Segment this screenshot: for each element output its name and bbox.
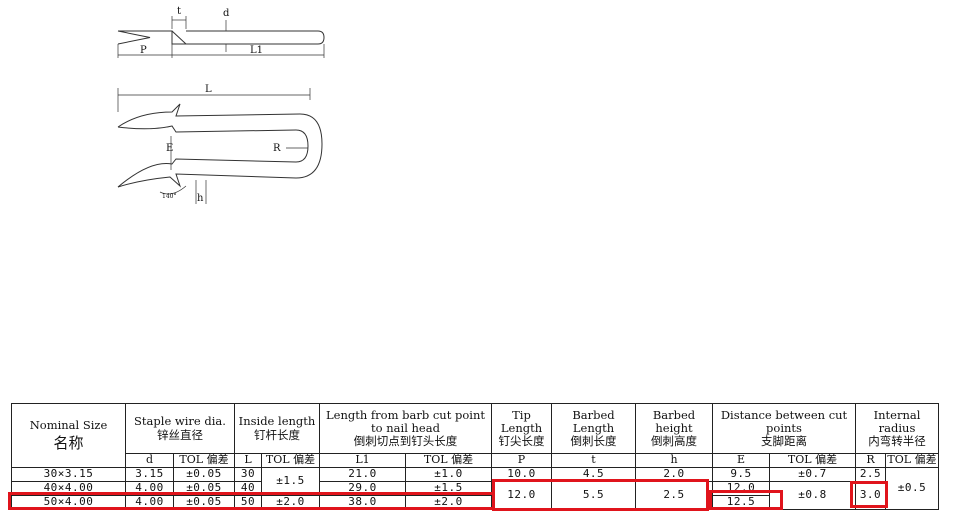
header-inside-en: Inside length	[238, 414, 316, 429]
header-nominal-zh: 名称	[53, 433, 84, 452]
header-tip-en: Tip Length	[500, 407, 543, 435]
wire-tip-cut	[117, 30, 151, 45]
cell-l-tol: ±1.5	[261, 467, 320, 496]
header-tip-zh: 钉尖长度	[498, 434, 545, 449]
cell-l-tol: ±2.0	[261, 494, 320, 510]
cell-e-tol: ±0.7	[769, 467, 856, 482]
dim-t-label: t	[177, 6, 181, 17]
cell-l1: 21.0	[319, 467, 406, 482]
header-barblen: Barbed Length 倒刺长度	[551, 403, 636, 454]
dim-e-label: E	[166, 143, 173, 154]
sub-r: R	[855, 453, 886, 468]
cell-e: 12.0	[712, 481, 770, 496]
header-radius: Internal radius 内弯转半径	[855, 403, 939, 454]
cell-d-tol: ±0.05	[173, 481, 235, 496]
header-inside: Inside length 钉杆长度	[234, 403, 320, 454]
table-row: 40×4.00 4.00 ±0.05 40 29.0 ±1.5 12.0 5.5…	[11, 481, 939, 510]
cell-l1: 38.0	[319, 494, 406, 510]
cell-nominal: 50×4.00	[11, 494, 126, 510]
cell-l: 30	[234, 467, 262, 482]
sub-t: t	[551, 453, 636, 468]
cell-l: 40	[234, 481, 262, 496]
dim-l-label: L	[205, 84, 212, 95]
header-wire-zh: 锌丝直径	[157, 427, 203, 442]
header-radius-en: Internal radius	[873, 407, 921, 435]
header-barblen-zh: 倒刺长度	[570, 434, 617, 449]
header-row: Nominal Size 名称 Staple wire dia. 锌丝直径 In…	[11, 403, 939, 468]
sub-l: L	[234, 453, 262, 468]
cell-l1-tol: ±2.0	[405, 494, 492, 510]
staple-drawing: t d P L1 L E R h 140°	[117, 6, 325, 204]
sub-e: E	[712, 453, 770, 468]
dim-d-label: d	[223, 8, 230, 19]
cell-r: 3.0	[855, 481, 886, 510]
staple-outer-outline	[117, 103, 323, 188]
wire-side-outline	[118, 30, 325, 45]
header-dist: Distance between cut points 支脚距离	[712, 403, 856, 454]
cell-d-tol: ±0.05	[173, 494, 235, 510]
cell-r-tol: ±0.5	[885, 467, 939, 510]
cell-d: 4.00	[125, 481, 174, 496]
barb-cut-line	[171, 30, 187, 45]
header-dist-en: Distance between cut points	[720, 407, 848, 435]
header-barbcut-en1: Length from barb cut point	[326, 407, 485, 422]
dim-p-label: P	[140, 45, 147, 56]
header-barbh-en: Barbed height	[652, 407, 696, 435]
cell-p: 12.0	[491, 481, 552, 510]
cell-e: 9.5	[712, 467, 770, 482]
staple-inner-outline	[117, 125, 309, 188]
cell-l1: 29.0	[319, 481, 406, 496]
sub-r-tol: TOL 偏差	[885, 453, 939, 468]
header-barbcut: Length from barb cut point to nail head …	[319, 403, 492, 454]
spec-table: Nominal Size 名称 Staple wire dia. 锌丝直径 In…	[11, 403, 939, 510]
dim-angle-label: 140°	[162, 193, 176, 200]
cell-h: 2.5	[635, 481, 713, 510]
sub-l1: L1	[319, 453, 406, 468]
sub-e-tol: TOL 偏差	[769, 453, 856, 468]
sub-d-tol: TOL 偏差	[173, 453, 235, 468]
dim-h-label: h	[197, 193, 204, 204]
table-row: 30×3.15 3.15 ±0.05 30 ±1.5 21.0 ±1.0 10.…	[11, 467, 939, 510]
cell-t: 5.5	[551, 481, 636, 510]
sub-l1-tol: TOL 偏差	[405, 453, 492, 468]
header-tip: Tip Length 钉尖长度	[491, 403, 552, 454]
cell-d: 3.15	[125, 467, 174, 482]
cell-l1-tol: ±1.0	[405, 467, 492, 482]
subheader-row: d TOL 偏差 L TOL 偏差 L1 TOL 偏差 P t h E TOL …	[12, 453, 939, 468]
header-barblen-en: Barbed Length	[572, 407, 615, 435]
sub-l-tol: TOL 偏差	[261, 453, 320, 468]
header-barbh: Barbed height 倒刺高度	[635, 403, 713, 454]
cell-p: 10.0	[491, 467, 552, 482]
header-barbcut-en2: to nail head	[371, 420, 440, 435]
cell-r: 2.5	[855, 467, 886, 482]
cell-l1-tol: ±1.5	[405, 481, 492, 496]
cell-nominal: 40×4.00	[11, 481, 126, 496]
cell-d: 4.00	[125, 494, 174, 510]
dim-l1-label: L1	[250, 45, 263, 56]
sub-p: P	[491, 453, 552, 468]
header-barbh-zh: 倒刺高度	[651, 434, 697, 449]
cell-l: 50	[234, 494, 262, 510]
header-nominal: Nominal Size 名称	[11, 403, 126, 468]
header-inside-zh: 钉杆长度	[254, 427, 300, 442]
cell-h: 2.0	[635, 467, 713, 482]
cell-nominal: 30×3.15	[11, 467, 126, 482]
header-dist-zh: 支脚距离	[761, 434, 807, 449]
header-barbcut-zh: 倒刺切点到钉头长度	[353, 434, 458, 449]
cell-e-tol: ±0.8	[769, 481, 856, 510]
dim-r-label: R	[273, 143, 281, 154]
cell-e: 12.5	[712, 494, 770, 510]
cell-d-tol: ±0.05	[173, 467, 235, 482]
cell-t: 4.5	[551, 467, 636, 482]
header-radius-zh: 内弯转半径	[868, 434, 926, 449]
sub-d: d	[125, 453, 174, 468]
header-wire: Staple wire dia. 锌丝直径	[125, 403, 235, 454]
sub-h: h	[635, 453, 713, 468]
header-nominal-en: Nominal Size	[29, 417, 108, 432]
header-wire-en: Staple wire dia.	[134, 414, 226, 429]
table-row: 50×4.00 4.00 ±0.05 50 ±2.0 38.0 ±2.0 12.…	[11, 494, 939, 510]
